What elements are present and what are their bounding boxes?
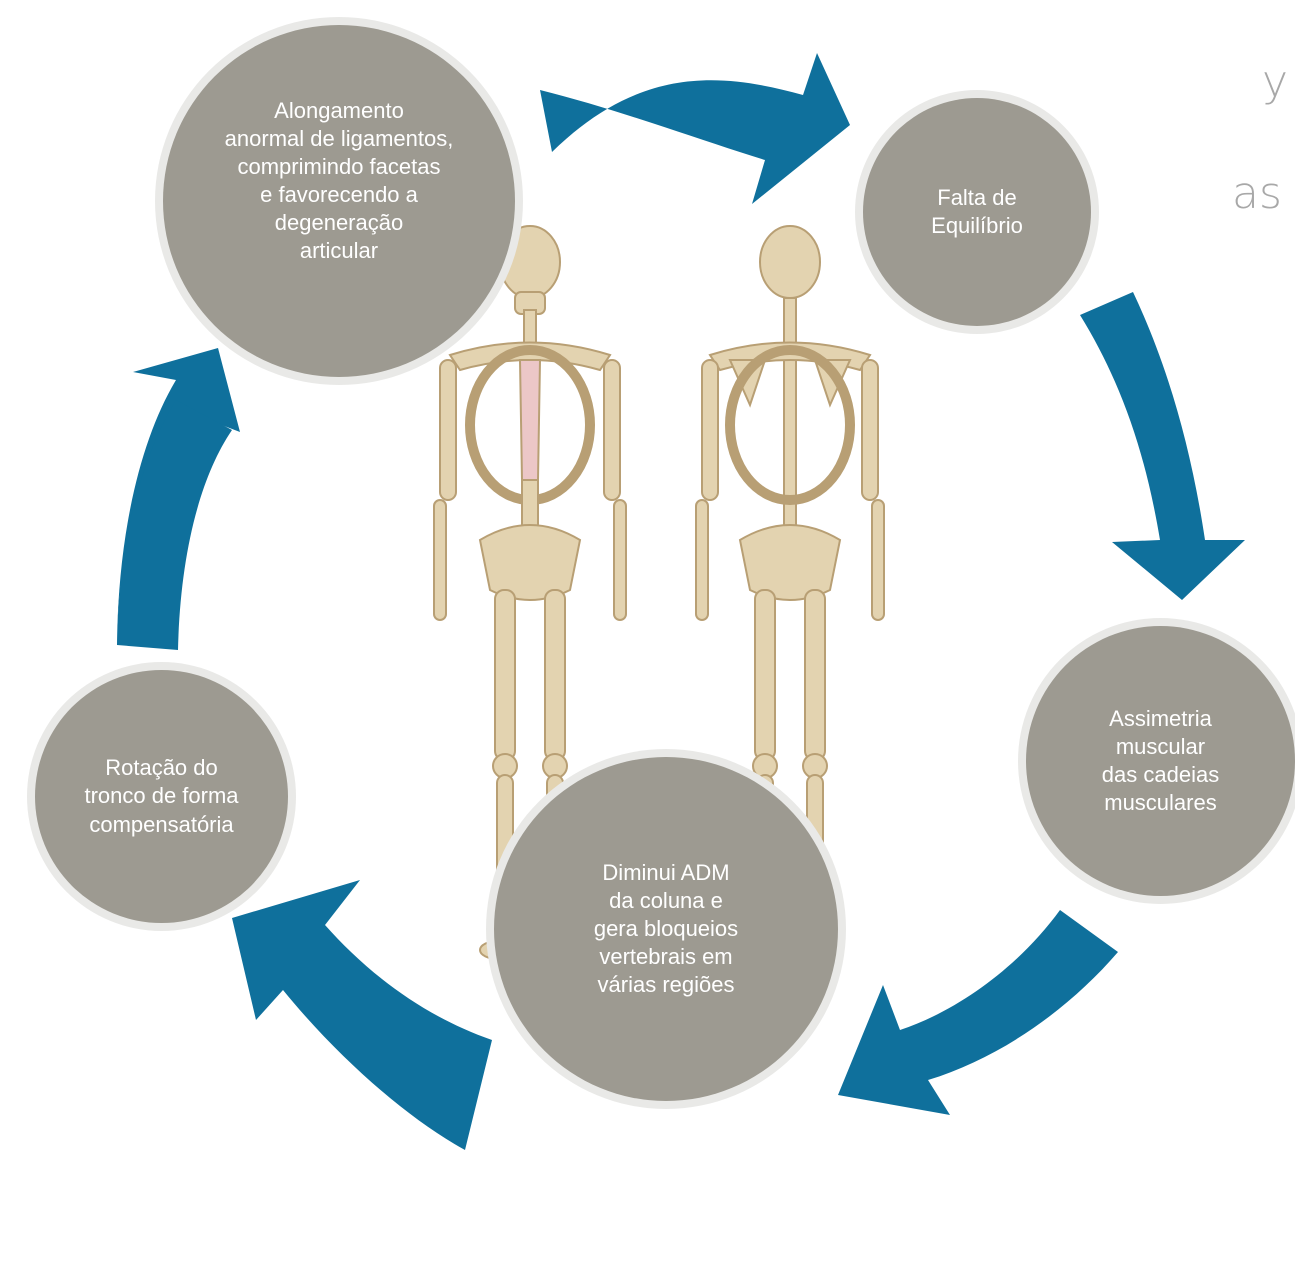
arrow-right bbox=[1080, 292, 1245, 600]
cycle-node-ligament-elongation: Alongamento anormal de ligamentos, compr… bbox=[163, 25, 515, 377]
node-label-top: Alongamento anormal de ligamentos, compr… bbox=[225, 97, 454, 306]
cycle-node-muscle-asymmetry: Assimetria muscular das cadeias muscular… bbox=[1026, 626, 1295, 896]
node-label-left: Rotação do tronco de forma compensatória bbox=[84, 754, 238, 838]
arrow-left-body bbox=[117, 400, 232, 650]
cycle-node-lack-of-balance: Falta de Equilíbrio bbox=[863, 98, 1091, 326]
node-label-bottom: Diminui ADM da coluna e gera bloqueios v… bbox=[594, 859, 738, 1000]
arrow-top bbox=[540, 53, 850, 204]
node-label-bottom-right: Assimetria muscular das cadeias muscular… bbox=[1102, 705, 1219, 818]
cycle-node-trunk-rotation: Rotação do tronco de forma compensatória bbox=[35, 670, 288, 923]
cycle-node-reduced-rom: Diminui ADM da coluna e gera bloqueios v… bbox=[494, 757, 838, 1101]
node-label-right: Falta de Equilíbrio bbox=[931, 184, 1023, 240]
